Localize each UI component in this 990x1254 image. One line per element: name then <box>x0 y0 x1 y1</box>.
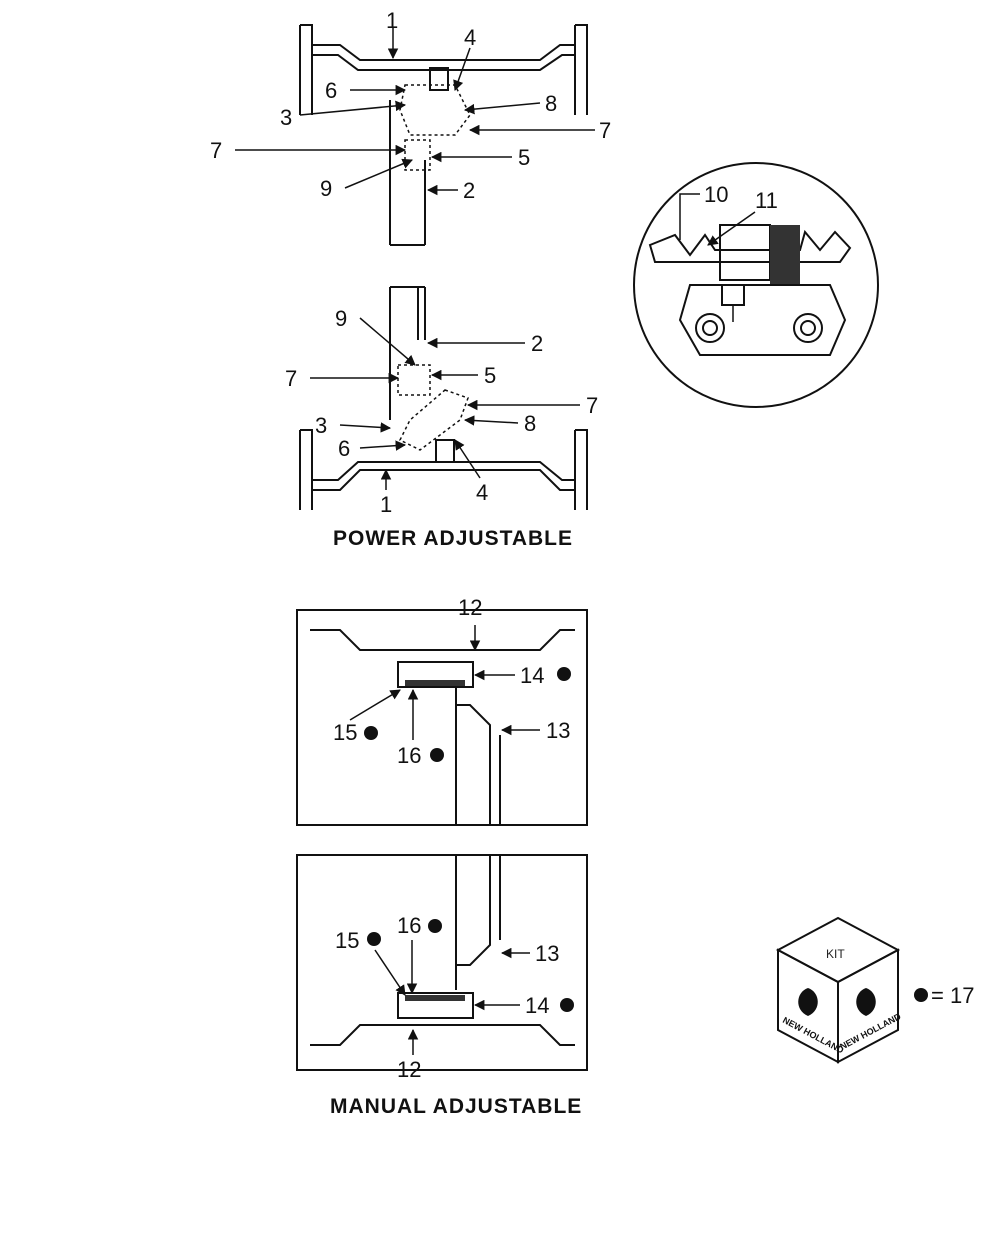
callout-16: 16 <box>397 913 421 938</box>
callout-7-left: 7 <box>285 366 297 391</box>
callout-15: 15 <box>335 928 359 953</box>
callout-3: 3 <box>280 105 292 130</box>
callout-3: 3 <box>315 413 327 438</box>
power-adjustable-caption: POWER ADJUSTABLE <box>333 527 573 550</box>
callout-2: 2 <box>531 331 543 356</box>
callout-2: 2 <box>463 178 475 203</box>
detail-circle <box>633 162 879 408</box>
callout-10: 10 <box>704 182 728 207</box>
power-top-callouts: 1 4 6 8 3 7 7 5 9 2 <box>210 8 611 203</box>
detail-callouts: 10 11 <box>679 182 778 246</box>
callout-14: 14 <box>520 663 544 688</box>
manual-bottom-callouts: 15 16 13 14 12 <box>335 913 574 1082</box>
power-bottom-view <box>299 286 588 510</box>
kit-cube-icon: KIT NEW HOLLAND NEW HOLLAND <box>775 916 903 1064</box>
callout-16: 16 <box>397 743 421 768</box>
kit-dot <box>560 998 574 1012</box>
manual-top-callouts: 12 14 15 16 13 <box>333 595 571 768</box>
wheat-leaf-icon <box>856 988 876 1016</box>
callout-7-right: 7 <box>586 393 598 418</box>
callout-8: 8 <box>545 91 557 116</box>
callout-5: 5 <box>484 363 496 388</box>
callout-6: 6 <box>338 436 350 461</box>
callout-13: 13 <box>535 941 559 966</box>
callout-13: 13 <box>546 718 570 743</box>
callout-8: 8 <box>524 411 536 436</box>
callout-14: 14 <box>525 993 549 1018</box>
manual-bottom-view <box>296 854 588 1071</box>
kit-dot <box>914 988 928 1002</box>
callout-9: 9 <box>320 176 332 201</box>
kit-legend: = 17 <box>914 983 974 1008</box>
kit-dot <box>557 667 571 681</box>
callout-4: 4 <box>476 480 488 505</box>
callout-7-left: 7 <box>210 138 222 163</box>
power-top-view <box>299 24 588 246</box>
callout-12: 12 <box>397 1057 421 1082</box>
kit-dot <box>367 932 381 946</box>
callout-1: 1 <box>386 8 398 33</box>
callout-15: 15 <box>333 720 357 745</box>
kit-dot <box>428 919 442 933</box>
kit-label: KIT <box>826 947 845 961</box>
callout-5: 5 <box>518 145 530 170</box>
manual-top-view <box>296 609 588 826</box>
kit-dot <box>430 748 444 762</box>
callout-11: 11 <box>755 188 778 213</box>
wheat-leaf-icon <box>798 988 818 1016</box>
callout-4: 4 <box>464 25 476 50</box>
manual-adjustable-caption: MANUAL ADJUSTABLE <box>330 1095 582 1118</box>
callout-12: 12 <box>458 595 482 620</box>
callout-7-right: 7 <box>599 118 611 143</box>
callout-6: 6 <box>325 78 337 103</box>
kit-dot <box>364 726 378 740</box>
power-bottom-callouts: 9 2 7 5 7 3 8 6 4 1 <box>285 306 598 517</box>
callout-1: 1 <box>380 492 392 517</box>
kit-legend-value: = 17 <box>931 983 974 1008</box>
callout-9: 9 <box>335 306 347 331</box>
